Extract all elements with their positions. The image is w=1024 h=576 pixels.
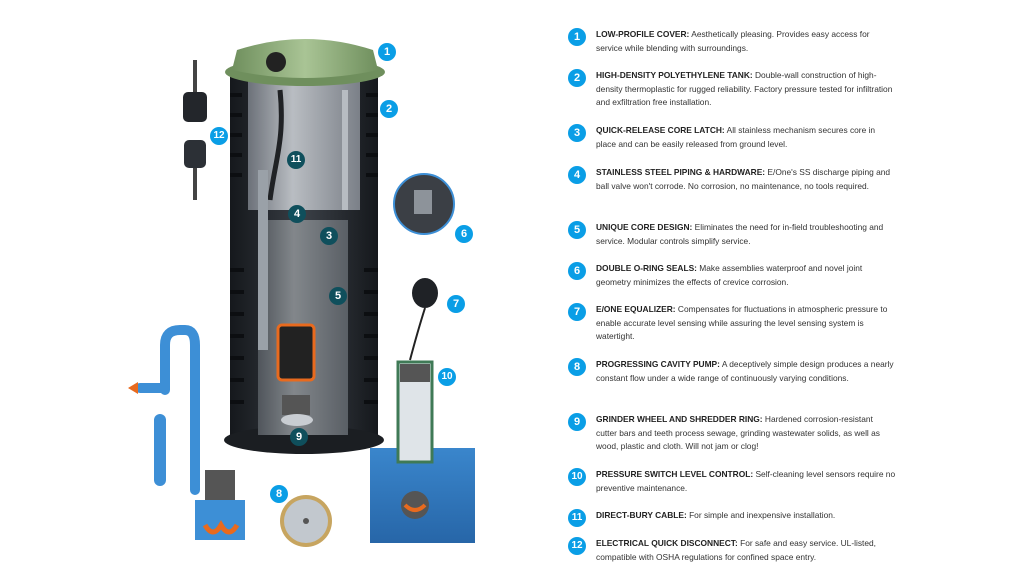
legend-text: Aesthetically pleasing. Provides easy ac… xyxy=(596,29,870,53)
legend-text: A deceptively simple design produces a n… xyxy=(596,359,894,383)
callout-1: 1 xyxy=(378,43,396,61)
legend-title: STAINLESS STEEL PIPING & HARDWARE: xyxy=(596,167,766,177)
legend-text: For safe and easy service. UL-listed, co… xyxy=(596,538,877,562)
legend-number-badge: 8 xyxy=(568,358,586,376)
legend-number-badge: 10 xyxy=(568,468,586,486)
legend-text: All stainless mechanism secures core in … xyxy=(596,125,876,149)
callout-8: 8 xyxy=(270,485,288,503)
legend-text: Make assemblies waterproof and novel joi… xyxy=(596,263,863,287)
legend-text: Hardened corrosion-resistant cutter bars… xyxy=(596,414,880,452)
legend-title: LOW-PROFILE COVER: xyxy=(596,29,690,39)
legend-number-badge: 2 xyxy=(568,69,586,87)
callout-3: 3 xyxy=(320,227,338,245)
level-control-part xyxy=(370,360,475,543)
legend-number-badge: 1 xyxy=(568,28,586,46)
discharge-pipe-assembly xyxy=(128,325,200,495)
legend-title: PROGRESSING CAVITY PUMP: xyxy=(596,359,720,369)
legend-number-badge: 6 xyxy=(568,262,586,280)
cavity-pump-part xyxy=(195,470,245,540)
callout-10: 10 xyxy=(438,368,456,386)
tank-body xyxy=(224,70,384,454)
legend-number-badge: 5 xyxy=(568,221,586,239)
legend-title: GRINDER WHEEL AND SHREDDER RING: xyxy=(596,414,763,424)
callout-11: 11 xyxy=(287,151,305,169)
legend-title: E/ONE EQUALIZER: xyxy=(596,304,676,314)
legend-number-badge: 12 xyxy=(568,537,586,555)
legend-title: UNIQUE CORE DESIGN: xyxy=(596,222,693,232)
legend-text: Compensates for fluctuations in atmosphe… xyxy=(596,304,888,342)
o-ring-inset xyxy=(393,173,455,235)
legend-number-badge: 7 xyxy=(568,303,586,321)
legend-text: Eliminates the need for in-field trouble… xyxy=(596,222,884,246)
legend-title: ELECTRICAL QUICK DISCONNECT: xyxy=(596,538,738,548)
legend-title: HIGH-DENSITY POLYETHYLENE TANK: xyxy=(596,70,753,80)
low-profile-cover xyxy=(225,39,385,86)
legend-text: Self-cleaning level sensors require no p… xyxy=(596,469,896,493)
legend-number-badge: 4 xyxy=(568,166,586,184)
legend-title: DOUBLE O-RING SEALS: xyxy=(596,263,697,273)
legend-title: QUICK-RELEASE CORE LATCH: xyxy=(596,125,725,135)
legend-title: PRESSURE SWITCH LEVEL CONTROL: xyxy=(596,469,754,479)
callout-6: 6 xyxy=(455,225,473,243)
quick-disconnect-part xyxy=(183,60,207,200)
callout-2: 2 xyxy=(380,100,398,118)
legend-text: Double-wall construction of high-density… xyxy=(596,70,893,108)
callout-12: 12 xyxy=(210,127,228,145)
callout-7: 7 xyxy=(447,295,465,313)
legend-text: For simple and inexpensive installation. xyxy=(689,510,836,520)
legend-number-badge: 11 xyxy=(568,509,586,527)
legend-title: DIRECT-BURY CABLE: xyxy=(596,510,687,520)
callout-4: 4 xyxy=(288,205,306,223)
legend-number-badge: 3 xyxy=(568,124,586,142)
equalizer-part xyxy=(409,278,438,361)
grinder-wheel-part xyxy=(280,495,332,547)
callout-9: 9 xyxy=(290,428,308,446)
legend-text: E/One's SS discharge piping and ball val… xyxy=(596,167,891,191)
legend-number-badge: 9 xyxy=(568,413,586,431)
pump-station-illustration xyxy=(128,39,475,547)
callout-5: 5 xyxy=(329,287,347,305)
